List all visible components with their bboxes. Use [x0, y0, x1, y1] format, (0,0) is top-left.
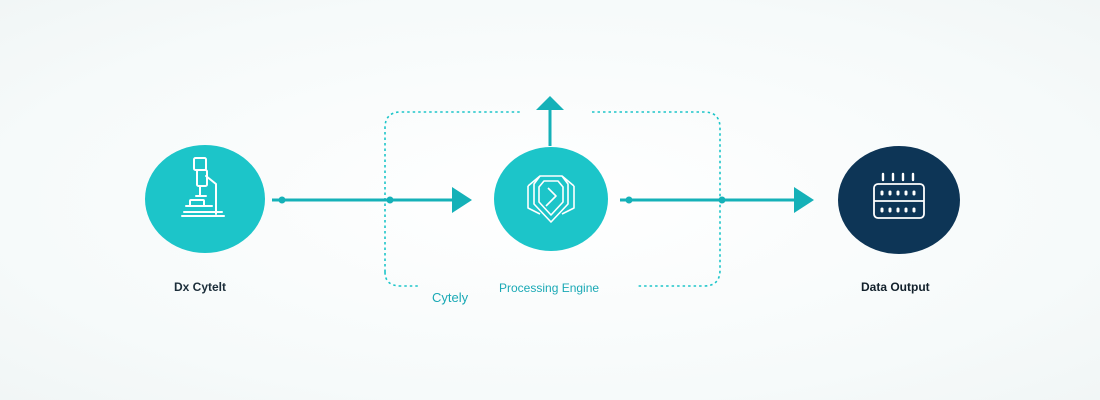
- arrowhead: [452, 187, 472, 213]
- connector-dot: [718, 196, 726, 204]
- connector-dot: [625, 196, 633, 204]
- node-engine-label: Processing Engine: [499, 281, 600, 295]
- layered-shield-icon: [527, 175, 575, 223]
- microscope-icon: [181, 157, 225, 217]
- connector-source-to-engine: [272, 187, 472, 213]
- node-source[interactable]: [145, 145, 265, 253]
- group-label: Cytely: [432, 290, 469, 305]
- node-source-label: Dx Cytelt: [174, 280, 227, 294]
- processing-group-outline: [384, 111, 721, 287]
- connector-dot: [278, 196, 286, 204]
- connector-engine-to-output: [620, 187, 814, 213]
- node-engine[interactable]: [494, 147, 608, 251]
- grid-panel-icon: [873, 172, 925, 219]
- connector-dot: [386, 196, 394, 204]
- arrowhead: [794, 187, 814, 213]
- upward-arrow: [536, 96, 564, 146]
- node-output-label: Data Output: [861, 280, 930, 294]
- node-output[interactable]: [838, 146, 960, 254]
